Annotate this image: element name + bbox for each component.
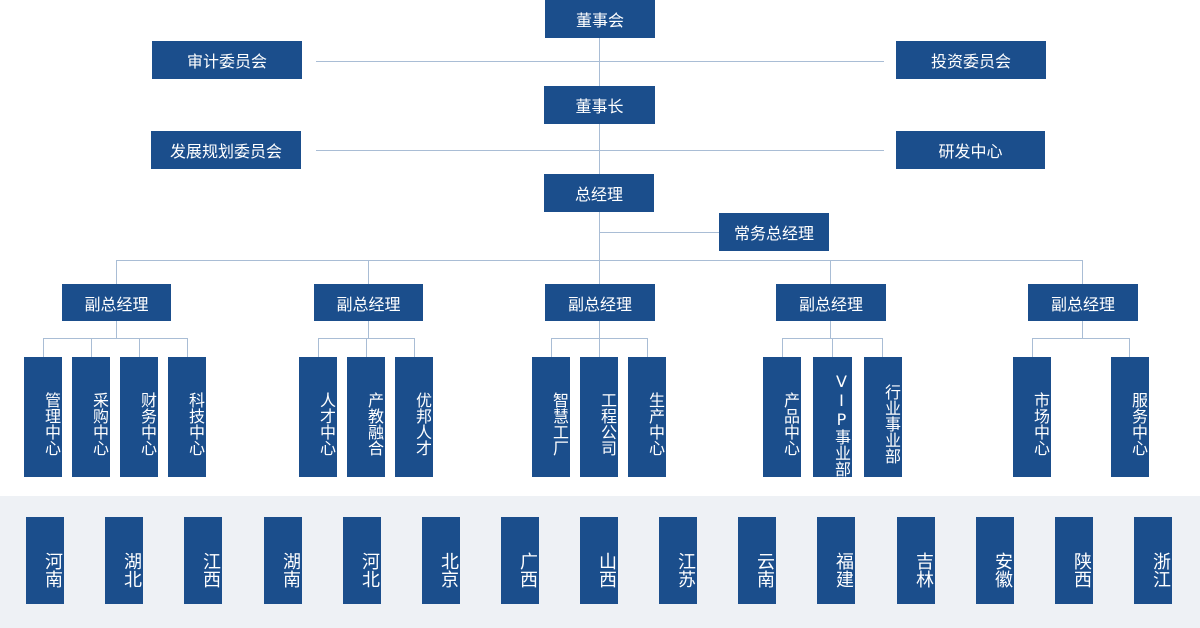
deputy-drop-2 (368, 260, 369, 284)
province-box: 广西 (501, 517, 539, 604)
department-box: 行业事业部 (864, 357, 902, 477)
group2-drop (414, 338, 415, 357)
province-box: 陕西 (1055, 517, 1093, 604)
group4-drop (882, 338, 883, 357)
general-manager-box: 总经理 (544, 174, 654, 212)
province-box: 吉林 (897, 517, 935, 604)
department-box: 工程公司 (580, 357, 618, 477)
deputy-gm-box: 副总经理 (314, 284, 423, 321)
group3-drop (647, 338, 648, 357)
province-box: 云南 (738, 517, 776, 604)
group3-drop (599, 338, 600, 357)
province-box: 江西 (184, 517, 222, 604)
deputy-drop-5 (1082, 260, 1083, 284)
group3-drop (551, 338, 552, 357)
committee-line-2 (316, 150, 884, 151)
department-box: 智慧工厂 (532, 357, 570, 477)
department-box: 优邦人才 (395, 357, 433, 477)
group1-drop (43, 338, 44, 357)
province-box: 山西 (580, 517, 618, 604)
province-box: 北京 (422, 517, 460, 604)
chairman-box: 董事长 (544, 86, 655, 124)
group3-stem (599, 321, 600, 338)
department-box: 管理中心 (24, 357, 62, 477)
province-box: 河北 (343, 517, 381, 604)
group5-drop (1129, 338, 1130, 357)
executive-gm-line (599, 232, 719, 233)
department-box: 产教融合 (347, 357, 385, 477)
group4-drop (782, 338, 783, 357)
province-box: 江苏 (659, 517, 697, 604)
group1-drop (187, 338, 188, 357)
department-box: 人才中心 (299, 357, 337, 477)
deputy-drop-1 (116, 260, 117, 284)
group5-drop (1032, 338, 1033, 357)
group5-bus (1032, 338, 1130, 339)
department-box: VIP事业部 (813, 357, 852, 477)
group1-bus (43, 338, 188, 339)
department-box: 服务中心 (1111, 357, 1149, 477)
group2-drop (366, 338, 367, 357)
department-box: 科技中心 (168, 357, 206, 477)
rd-center-box: 研发中心 (896, 131, 1045, 169)
department-box: 财务中心 (120, 357, 158, 477)
group4-stem (830, 321, 831, 338)
department-box: 采购中心 (72, 357, 110, 477)
committee-line-1 (316, 61, 884, 62)
deputy-gm-box: 副总经理 (62, 284, 171, 321)
province-box: 福建 (817, 517, 855, 604)
investment-committee-box: 投资委员会 (896, 41, 1046, 79)
group5-stem (1082, 321, 1083, 338)
main-trunk-line (599, 38, 600, 260)
province-box: 湖北 (105, 517, 143, 604)
deputy-drop-3 (599, 260, 600, 284)
deputy-gm-box: 副总经理 (776, 284, 886, 321)
executive-gm-box: 常务总经理 (719, 213, 829, 251)
group2-drop (318, 338, 319, 357)
province-box: 河南 (26, 517, 64, 604)
deputy-gm-box: 副总经理 (545, 284, 655, 321)
deputy-drop-4 (830, 260, 831, 284)
group4-drop (832, 338, 833, 357)
department-box: 生产中心 (628, 357, 666, 477)
group1-drop (91, 338, 92, 357)
group1-stem (116, 321, 117, 338)
province-box: 安徽 (976, 517, 1014, 604)
board-box: 董事会 (545, 0, 655, 38)
province-box: 湖南 (264, 517, 302, 604)
province-box: 浙江 (1134, 517, 1172, 604)
audit-committee-box: 审计委员会 (152, 41, 302, 79)
department-box: 市场中心 (1013, 357, 1051, 477)
development-committee-box: 发展规划委员会 (151, 131, 301, 169)
group1-drop (139, 338, 140, 357)
department-box: 产品中心 (763, 357, 801, 477)
group2-stem (368, 321, 369, 338)
deputy-gm-box: 副总经理 (1028, 284, 1138, 321)
